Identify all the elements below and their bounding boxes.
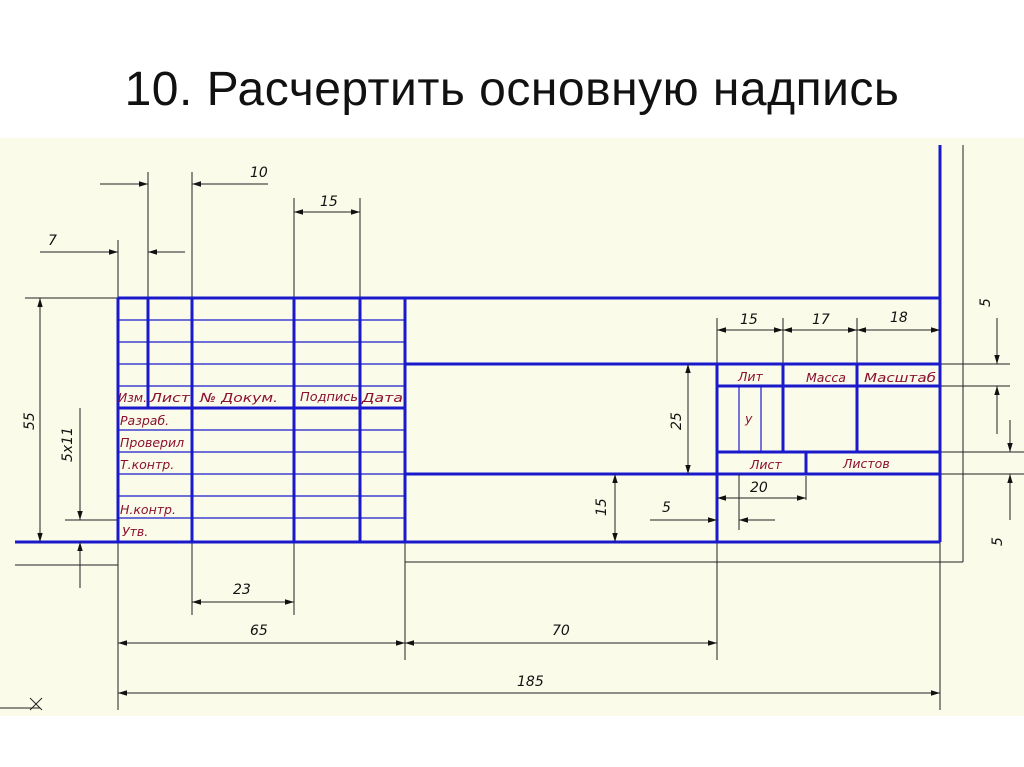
label-data: Дата	[361, 390, 403, 405]
dim-7: 7	[48, 233, 57, 249]
dim-17: 17	[812, 312, 830, 328]
dim-10: 10	[250, 165, 268, 181]
dim-25: 25	[669, 412, 685, 430]
slide-title: 10. Расчертить основную надпись	[124, 63, 900, 116]
label-razrab: Разраб.	[120, 413, 169, 428]
label-massa: Масса	[806, 370, 846, 385]
label-masshtab: Масштаб	[864, 370, 936, 385]
title-block-drawing: 10 15 7 55 5х11 23 65 70 185 25 15 5 20 …	[0, 138, 1024, 716]
dim-65: 65	[250, 623, 268, 639]
title-block-frame	[15, 145, 942, 544]
dim-5-mid: 5	[662, 500, 671, 516]
dim-55: 55	[22, 412, 38, 430]
block-labels: Изм. Лист № Докум. Подпись Дата Разраб. …	[118, 369, 936, 539]
label-list-2: Лист	[749, 457, 782, 472]
dim-5-right-top: 5	[978, 298, 994, 307]
extension-lines	[0, 145, 1024, 710]
dim-15-right: 15	[740, 312, 758, 328]
dim-23: 23	[233, 582, 251, 598]
dim-15-top: 15	[320, 194, 338, 210]
label-u: у	[744, 411, 753, 426]
label-listov: Листов	[842, 456, 890, 471]
dim-70: 70	[552, 623, 570, 639]
label-n-kontr: Н.контр.	[120, 502, 176, 517]
dimension-texts: 10 15 7 55 5х11 23 65 70 185 25 15 5 20 …	[22, 165, 1006, 690]
dim-5x11: 5х11	[60, 427, 76, 462]
label-izm: Изм.	[118, 390, 147, 405]
dim-5-right-bottom: 5	[990, 537, 1006, 546]
label-proveril: Проверил	[120, 435, 184, 450]
label-list: Лист	[149, 390, 191, 405]
dimension-lines	[29, 181, 1013, 711]
dim-15-mid: 15	[594, 498, 610, 516]
label-t-kontr: Т.контр.	[120, 457, 174, 472]
dim-20: 20	[750, 480, 768, 496]
dim-18: 18	[890, 310, 908, 326]
drawing-canvas: 10 15 7 55 5х11 23 65 70 185 25 15 5 20 …	[0, 145, 1024, 711]
dim-185: 185	[517, 674, 544, 690]
label-lit: Лит	[737, 369, 764, 384]
label-utv: Утв.	[122, 524, 148, 539]
label-n-dokum: № Докум.	[199, 390, 278, 405]
label-podpis: Подпись	[300, 389, 358, 404]
